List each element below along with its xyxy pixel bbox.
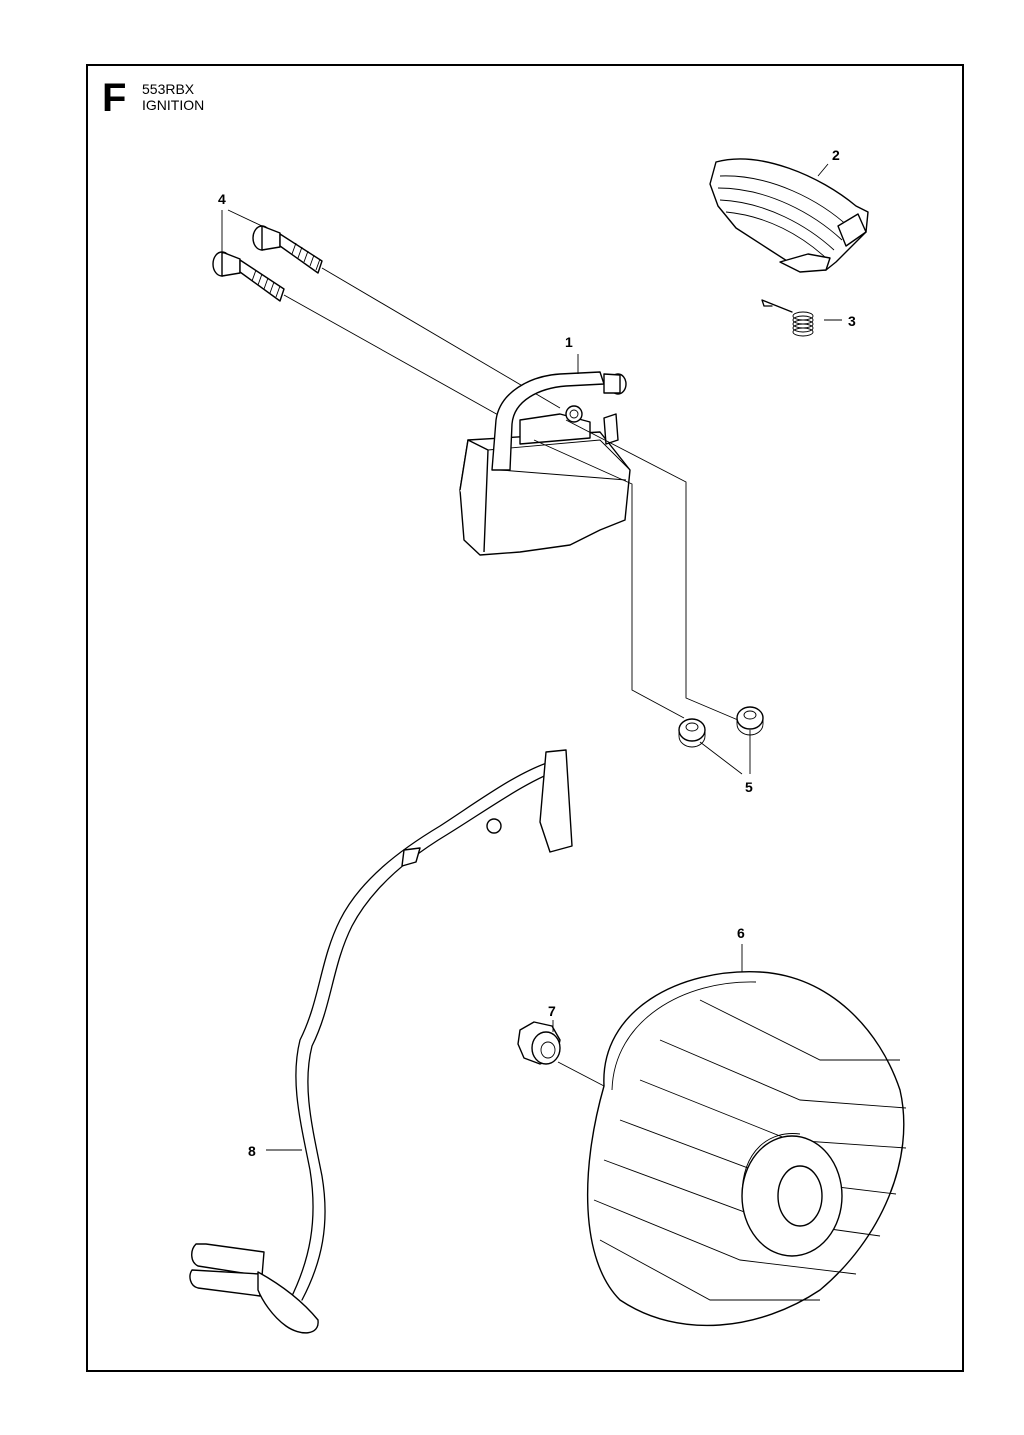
callout-2: 2 — [832, 147, 840, 163]
callout-8: 8 — [248, 1143, 256, 1159]
flywheel-nut — [517, 1021, 561, 1065]
callout-5: 5 — [745, 779, 753, 795]
ignition-module — [459, 371, 631, 556]
spark-plug-cap — [709, 158, 869, 273]
ignition-cable — [189, 749, 573, 1334]
flywheel — [586, 971, 907, 1327]
drawing-frame — [86, 64, 964, 1372]
callout-4: 4 — [218, 191, 226, 207]
callout-1: 1 — [565, 334, 573, 350]
callout-7: 7 — [548, 1003, 556, 1019]
spring — [761, 299, 814, 337]
model-name: 553RBX — [142, 81, 195, 97]
washer-left — [678, 718, 706, 748]
callout-3: 3 — [848, 313, 856, 329]
screw-lower — [212, 251, 285, 302]
section-letter: F — [102, 76, 127, 120]
screw-upper — [252, 225, 323, 274]
section-title: IGNITION — [142, 97, 205, 113]
callout-6: 6 — [737, 925, 745, 941]
